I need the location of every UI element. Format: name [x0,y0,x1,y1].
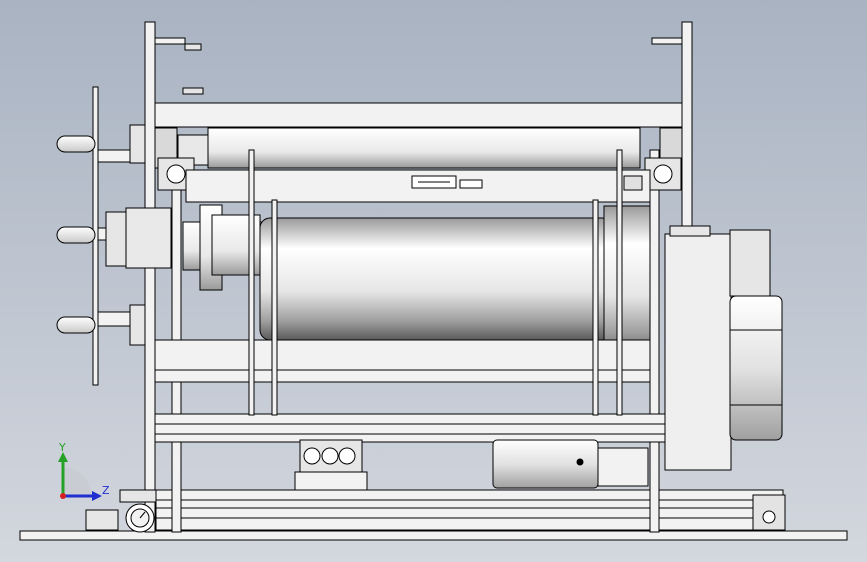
upper-press-roll [207,127,641,169]
top-right-pin [651,37,683,45]
left-upright-outer [144,21,156,533]
knob-bottom [56,316,96,334]
main-drum [259,217,613,341]
left-guide-rod [248,149,255,416]
top-left-pin [154,37,186,45]
knob-middle [56,226,96,244]
lower-profile-rail [155,489,784,531]
machine-assembly [19,21,848,541]
right-guide-rod [616,149,623,416]
top-cross-plate [154,102,683,128]
triad-y-label: Y [59,441,66,454]
right-upright-inner [649,149,660,533]
knob-top [56,135,96,153]
gearbox-housing [664,233,732,471]
drive-motor [729,295,783,441]
lower-cross-bar [154,339,651,371]
right-upright-outer [681,21,693,233]
triad-z-label: Z [102,484,110,497]
coordinate-triad [58,452,102,501]
base-plate [19,530,848,541]
